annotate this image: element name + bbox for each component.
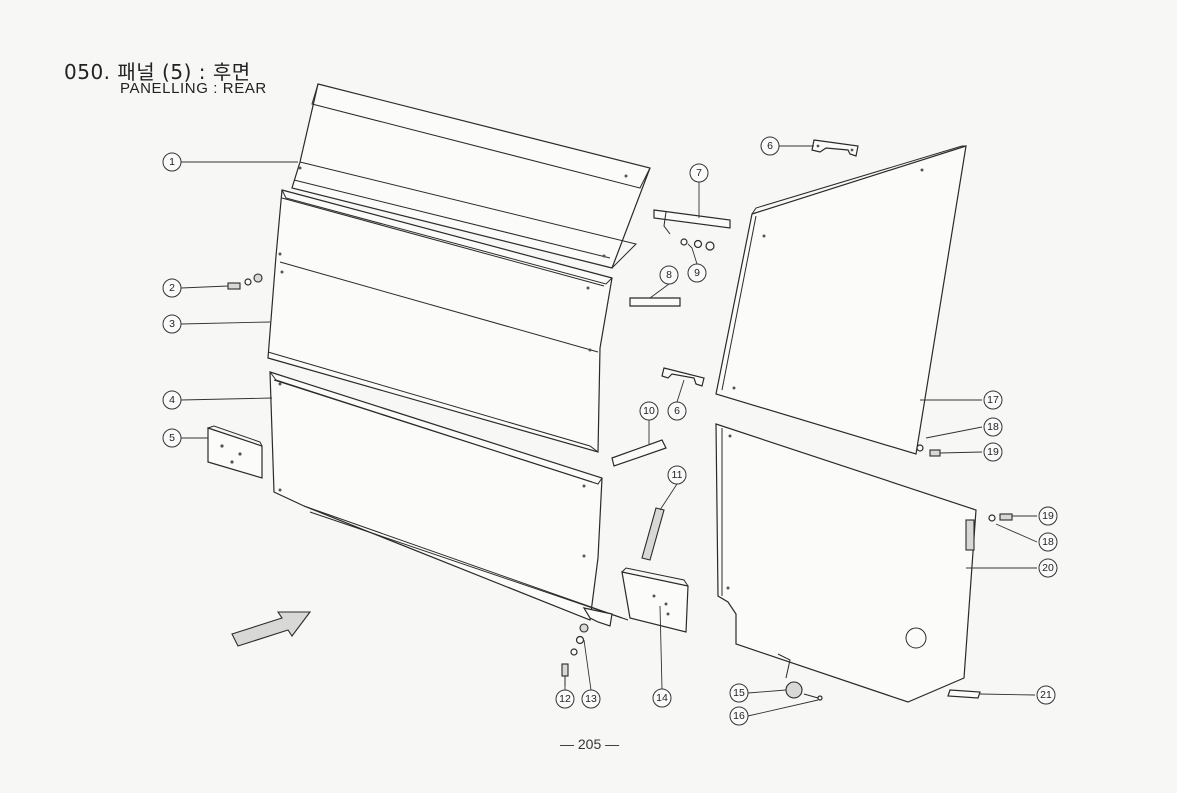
svg-text:1: 1 [169, 156, 175, 168]
part-13-washers [570, 607, 613, 656]
svg-text:5: 5 [169, 432, 175, 444]
callout-11: 11 [667, 465, 687, 485]
part-15-knob [785, 681, 803, 699]
svg-text:6: 6 [767, 140, 773, 152]
callout-9: 9 [687, 263, 707, 283]
callout-14: 14 [652, 688, 672, 708]
part-8-strip [629, 297, 681, 307]
leader-lines [180, 145, 1038, 717]
svg-text:21: 21 [1040, 689, 1052, 701]
part-19-screw-b [999, 513, 1013, 521]
part-5-bracket-plate [207, 425, 263, 479]
callout-21: 21 [1036, 685, 1056, 705]
callout-7: 7 [689, 163, 709, 183]
svg-text:10: 10 [643, 405, 655, 417]
svg-text:14: 14 [656, 692, 668, 704]
svg-text:18: 18 [987, 421, 999, 433]
svg-text:6: 6 [674, 405, 680, 417]
part-14-bracket [621, 567, 689, 633]
callout-2: 2 [162, 278, 182, 298]
svg-text:11: 11 [672, 469, 683, 481]
callout-16: 16 [729, 706, 749, 726]
svg-text:19: 19 [987, 446, 999, 458]
part-2-screw-washers [227, 273, 263, 290]
part-3-middle-panel [267, 189, 613, 453]
callout-5: 5 [162, 428, 182, 448]
direction-arrow-icon [231, 611, 312, 647]
svg-text:19: 19 [1042, 510, 1054, 522]
part-19-screw-a [929, 449, 941, 457]
part-21-clip [947, 689, 981, 699]
callout-8: 8 [659, 265, 679, 285]
callout-12: 12 [555, 689, 575, 709]
callout-18-upper: 18 [983, 417, 1003, 437]
svg-text:12: 12 [559, 693, 571, 705]
part-12-bolt [561, 663, 569, 686]
callout-19-lower: 19 [1038, 506, 1058, 526]
callout-6-lower: 6 [667, 401, 687, 421]
svg-text:20: 20 [1042, 562, 1054, 574]
part-10-bar [611, 439, 667, 467]
svg-text:4: 4 [169, 394, 175, 406]
part-20-lower-side-panel [715, 423, 977, 703]
svg-text:16: 16 [733, 710, 745, 722]
page-number: — 205 — [560, 736, 620, 752]
callout-19-upper: 19 [983, 442, 1003, 462]
part-18-washer-b [988, 514, 996, 522]
svg-text:8: 8 [666, 269, 672, 281]
part-16-pin [803, 693, 823, 701]
page-subtitle: PANELLING : REAR [120, 80, 267, 97]
callout-1: 1 [162, 152, 182, 172]
svg-text:17: 17 [987, 394, 999, 406]
part-1-top-panel [291, 83, 651, 269]
callout-17: 17 [983, 390, 1003, 410]
svg-text:2: 2 [169, 282, 175, 294]
page-title: 050. 패널 (5) : 후면 [64, 60, 251, 84]
part-6-bracket-lower [661, 367, 705, 387]
part-9-washers [680, 238, 715, 251]
part-4-lower-panel [269, 371, 629, 621]
callout-13: 13 [581, 689, 601, 709]
svg-text:18: 18 [1042, 536, 1054, 548]
svg-text:9: 9 [694, 267, 700, 279]
callout-10: 10 [639, 401, 659, 421]
svg-text:15: 15 [733, 687, 745, 699]
callout-3: 3 [162, 314, 182, 334]
part-17-upper-side-panel [715, 145, 967, 455]
callout-15: 15 [729, 683, 749, 703]
svg-text:7: 7 [696, 167, 702, 179]
part-18-washer-a [916, 444, 924, 452]
svg-text:13: 13 [585, 693, 597, 705]
svg-text:3: 3 [169, 318, 175, 330]
callout-6-upper: 6 [760, 136, 780, 156]
callout-20: 20 [1038, 558, 1058, 578]
part-11-rod [641, 507, 665, 561]
part-6-handle-bracket-upper [811, 139, 859, 157]
callout-18-lower: 18 [1038, 532, 1058, 552]
callout-4: 4 [162, 390, 182, 410]
part-7-strip [653, 209, 731, 235]
